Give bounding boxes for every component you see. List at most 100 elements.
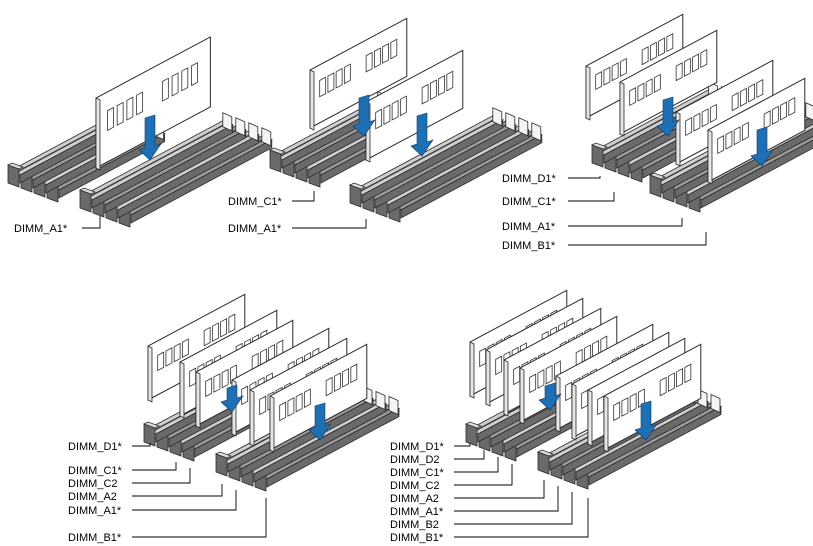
memory-chip	[203, 326, 211, 347]
memory-chip	[629, 392, 637, 413]
panel1-module	[95, 36, 211, 171]
insert-arrow-icon	[410, 112, 434, 157]
slot-label: DIMM_A2	[68, 484, 223, 503]
memory-chip	[667, 372, 675, 392]
memory-chip	[658, 37, 665, 57]
leader-line	[454, 492, 573, 525]
slot-label-text: DIMM_C1*	[502, 196, 557, 208]
slot-label: DIMM_B2	[390, 492, 573, 531]
memory-chip	[213, 373, 221, 393]
memory-chip	[303, 388, 311, 409]
memory-chip	[373, 47, 381, 69]
memory-chip	[739, 87, 747, 107]
memory-chip	[619, 57, 627, 77]
slot-label: DIMM_A1*	[390, 486, 559, 518]
memory-chip	[597, 395, 605, 416]
memory-chip	[748, 83, 755, 103]
slot-label: DIMM_C1*	[390, 457, 499, 479]
leader-line	[454, 450, 485, 460]
memory-chip	[621, 397, 629, 417]
memory-chip	[382, 43, 390, 64]
memory-chip	[126, 96, 134, 121]
leader-line	[132, 468, 191, 484]
memory-chip	[685, 117, 693, 137]
memory-chip	[325, 376, 333, 397]
module-layer	[95, 13, 806, 453]
memory-chip	[295, 392, 303, 413]
memory-chip	[191, 62, 198, 87]
memory-chip	[421, 83, 429, 105]
memory-chip	[645, 78, 653, 98]
memory-chip	[171, 72, 179, 97]
slot-label: DIMM_D1*	[502, 173, 601, 185]
memory-chip	[350, 363, 358, 384]
memory-chip	[157, 351, 165, 372]
memory-chip	[335, 67, 343, 89]
panel2-module-c1	[309, 17, 408, 131]
insert-arrow-icon	[656, 96, 680, 137]
slot-label-text: DIMM_C1*	[228, 196, 283, 208]
insert-arrow-icon	[220, 384, 244, 413]
leader-line	[454, 443, 471, 447]
memory-chip	[603, 66, 611, 86]
memory-chip	[228, 313, 236, 334]
slot-label-text: DIMM_A1*	[228, 223, 282, 235]
slot-label: DIMM_C2	[68, 468, 191, 490]
memory-chip	[649, 41, 657, 61]
memory-chip	[733, 126, 741, 146]
leader-line	[568, 192, 615, 202]
slot-label: DIMM_D1*	[68, 441, 151, 453]
memory-chip	[637, 82, 645, 102]
memory-chip	[189, 367, 197, 388]
slot-label-text: DIMM_C1*	[390, 467, 445, 479]
memory-chip	[611, 62, 619, 82]
memory-chip	[788, 97, 796, 117]
memory-chip	[731, 92, 739, 112]
memory-chip	[641, 46, 649, 66]
slot-label-text: DIMM_A1*	[68, 505, 122, 517]
memory-chip	[181, 67, 189, 92]
panel4-module-1	[147, 293, 246, 403]
memory-chip	[780, 101, 787, 121]
memory-chip	[438, 75, 446, 96]
slot-label-text: DIMM_D1*	[390, 441, 445, 453]
memory-chip	[513, 365, 521, 386]
leader-line	[454, 464, 513, 486]
memory-chip	[221, 368, 229, 389]
memory-chip	[173, 342, 181, 363]
memory-chip	[629, 87, 637, 107]
slot-label-text: DIMM_C2	[390, 480, 440, 492]
leader-line	[568, 176, 601, 179]
insert-arrow-icon	[308, 402, 332, 441]
label-layer: DIMM_A1* DIMM_C1* DIMM_A1* DIMM_D1* DIMM_C1*…	[14, 173, 707, 544]
slot-label-text: DIMM_A1*	[14, 223, 68, 235]
leader-line	[454, 457, 499, 473]
leader-line	[292, 191, 315, 202]
memory-chip	[446, 70, 454, 92]
memory-chip	[692, 53, 699, 73]
leader-line	[568, 218, 683, 227]
leader-line	[132, 484, 223, 497]
memory-chip	[693, 112, 701, 132]
memory-chip	[107, 106, 114, 132]
slot-label: DIMM_D1*	[390, 441, 471, 453]
slot-label-text: DIMM_A1*	[502, 221, 556, 233]
insert-arrow-icon	[634, 400, 658, 441]
slot-label-text: DIMM_A1*	[390, 506, 444, 518]
slot-label: DIMM_B1*	[390, 498, 589, 544]
memory-chip	[333, 372, 341, 392]
memory-chip	[771, 105, 779, 125]
insert-arrow-icon	[138, 114, 162, 161]
memory-chip	[756, 79, 764, 99]
slot-label-text: DIMM_C1*	[68, 465, 123, 477]
slot-label: DIMM_A2	[390, 480, 545, 505]
memory-chip	[763, 110, 771, 130]
memory-chip	[725, 130, 733, 150]
panel5-module-8	[603, 343, 702, 453]
memory-chip	[136, 91, 144, 116]
memory-chip	[259, 395, 267, 416]
memory-chip	[676, 367, 683, 388]
slot-label-text: DIMM_C2	[68, 478, 118, 490]
slot-label: DIMM_B1*	[68, 498, 267, 544]
